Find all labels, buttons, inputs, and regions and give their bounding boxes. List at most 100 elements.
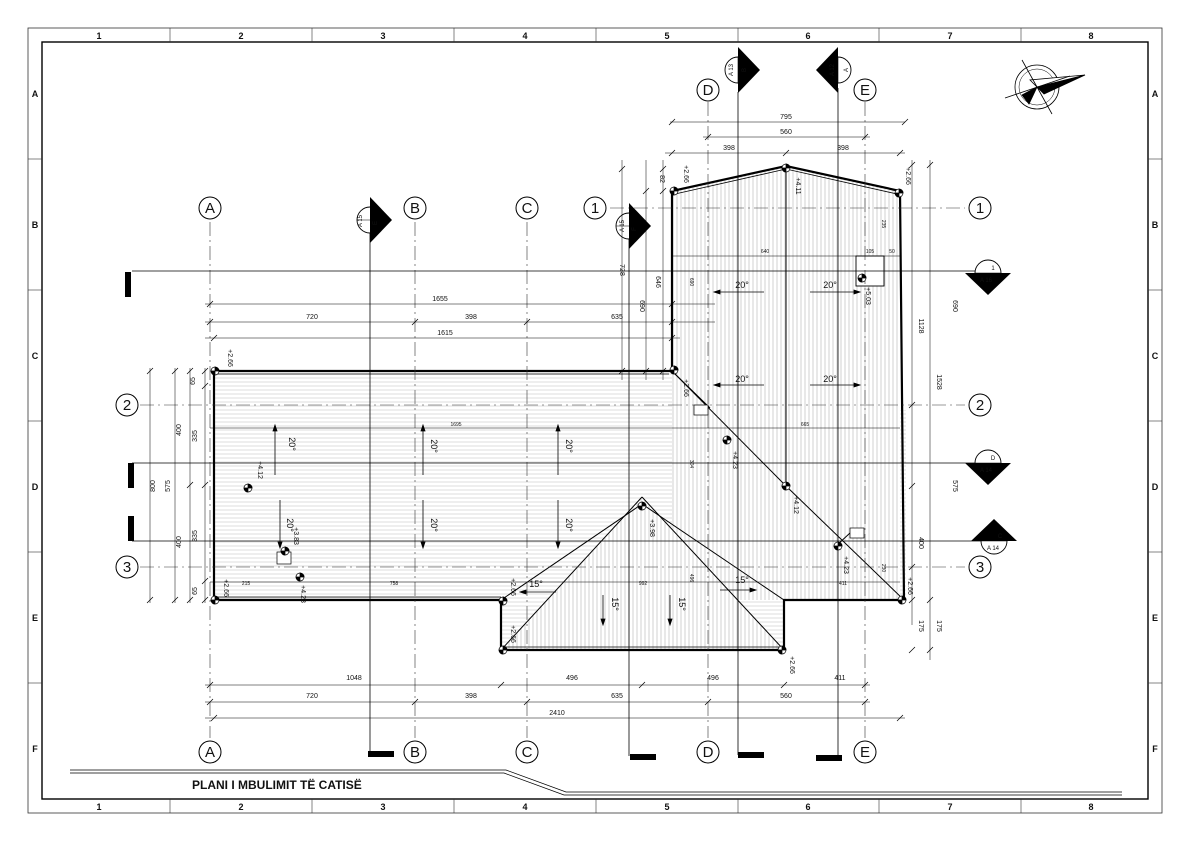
elevation-label: +4.11: [794, 177, 801, 194]
grid-lines: [140, 102, 965, 738]
elevation-label: +4.12: [256, 461, 263, 479]
section-lines: [132, 88, 986, 756]
grid-bubble-label: E: [860, 82, 870, 99]
section-tag-ref: C: [998, 534, 1003, 540]
grid-bubble-b-top: B: [403, 196, 427, 220]
dimension-label: 720: [306, 314, 318, 321]
section-tag-sheet: A 14: [987, 546, 1000, 552]
section-tag-sheet: A 15: [358, 214, 364, 227]
elevation-label: +4.23: [842, 556, 849, 574]
border-column-labels-bottom: 1 2 3 4 5 6 7 8: [96, 802, 1093, 812]
section-tag-e-a15: E A 15: [356, 197, 392, 243]
border-col-label: 4: [522, 31, 527, 41]
border-row-label: C: [1152, 351, 1159, 361]
border-row-label: F: [1152, 744, 1158, 754]
slope-label: 15°: [610, 597, 620, 611]
border-row-label: D: [1152, 482, 1159, 492]
section-tag-sheet: A 14: [980, 468, 993, 474]
level-marker-icon: [210, 595, 220, 605]
section-tag-c-a14: C A 14: [971, 519, 1017, 555]
dimension-label: 398: [723, 145, 735, 152]
dimension-lines: [149, 121, 931, 719]
dimension-label: 1695: [450, 422, 461, 428]
level-marker-icon: [781, 481, 791, 491]
grid-bubble-label: C: [522, 744, 533, 761]
grid-bubble-label: A: [205, 200, 215, 217]
dimension-label: 635: [611, 314, 623, 321]
grid-bubble-c-bottom: C: [515, 740, 539, 764]
grid-bubble-3-left: 3: [115, 555, 139, 579]
dimension-label: 2410: [549, 710, 565, 717]
dimension-label: 1128: [917, 318, 924, 333]
section-tag-f-a15: F A 15: [615, 203, 651, 249]
elevation-label: +3.83: [292, 527, 299, 545]
border-col-label: 2: [238, 31, 243, 41]
dimension-label: 646: [654, 276, 661, 288]
border-row-label: E: [32, 613, 38, 623]
outer-frame: [27, 27, 1163, 814]
slope-label: 20°: [287, 437, 297, 451]
inner-frame: [41, 41, 1149, 800]
section-tag-sheet: A 15: [620, 219, 626, 232]
slope-label: 20°: [429, 518, 439, 532]
grid-bubble-3-right: 3: [968, 555, 992, 579]
slope-labels: 20° 20° 20° 20° 20° 20° 20° 20° 20° 20° …: [285, 280, 837, 611]
level-marker-icon: [897, 595, 907, 605]
elevation-label: +2.66: [226, 349, 233, 367]
grid-bubble-label: D: [703, 744, 714, 761]
grid-bubble-label: E: [860, 744, 870, 761]
elevation-label: +4.12: [792, 496, 799, 514]
border-col-label: 3: [380, 802, 385, 812]
slope-label: 20°: [823, 280, 837, 290]
dimension-label: 400: [176, 536, 183, 548]
grid-bubble-2-left: 2: [115, 393, 139, 417]
section-tag-a-a12: A A 12: [816, 47, 852, 93]
level-marker-icon: [857, 273, 867, 283]
grid-bubble-2-right: 2: [968, 393, 992, 417]
dimension-label: 304: [688, 460, 694, 469]
border-row-labels-left: A B C D E F: [32, 89, 39, 754]
elevation-label: +2.66: [906, 577, 913, 595]
border-col-label: 7: [947, 802, 952, 812]
border-col-label: 2: [238, 802, 243, 812]
dimension-label: 665: [801, 422, 810, 428]
level-marker-icon: [295, 572, 305, 582]
border-row-label: B: [1152, 220, 1159, 230]
dimension-label: 398: [465, 693, 477, 700]
elevation-markers: [210, 163, 907, 655]
level-marker-icon: [722, 435, 732, 445]
dimension-label: 230: [880, 564, 886, 573]
border-row-label: D: [32, 482, 39, 492]
grid-bubbles: A B C D E A B C: [115, 78, 992, 764]
dimension-label: 105: [866, 249, 875, 255]
slope-label: 15°: [677, 597, 687, 611]
slope-label: 15°: [529, 579, 543, 589]
dimension-label: 175: [917, 620, 924, 632]
grid-bubble-a-top: A: [198, 196, 222, 220]
dimension-label: 690: [951, 300, 958, 312]
border-row-labels-right: A B C D E F: [1152, 89, 1159, 754]
border-row-label: F: [32, 744, 38, 754]
dimension-label: 398: [837, 145, 849, 152]
dimension-label: 1655: [432, 296, 448, 303]
border-row-label: A: [32, 89, 39, 99]
elevation-labels: +2.66 +2.66 +4.11 +2.66 +2.66 +4.23 +4.1…: [222, 165, 913, 674]
grid-bubble-e-top: E: [853, 78, 877, 102]
slope-label: 20°: [564, 518, 574, 532]
elevation-label: +2.66: [788, 656, 795, 674]
drawing-title: PLANI I MBULIMIT TË CATISË: [192, 777, 362, 792]
border-row-label: E: [1152, 613, 1158, 623]
section-tag-1-a16: 1 A 16: [965, 259, 1011, 295]
grid-bubble-e-bottom: E: [853, 740, 877, 764]
dimension-label: 335: [192, 430, 199, 442]
elevation-label: +5.03: [864, 287, 871, 305]
elevation-label: +4.23: [731, 451, 738, 469]
border-col-label: 8: [1088, 802, 1093, 812]
section-tag-sheet: A 16: [980, 278, 993, 284]
level-marker-icon: [498, 596, 508, 606]
border-col-label: 5: [664, 31, 669, 41]
dimension-label: 411: [839, 581, 847, 587]
dimension-label: 560: [780, 129, 792, 136]
dimension-label: 575: [951, 480, 958, 492]
